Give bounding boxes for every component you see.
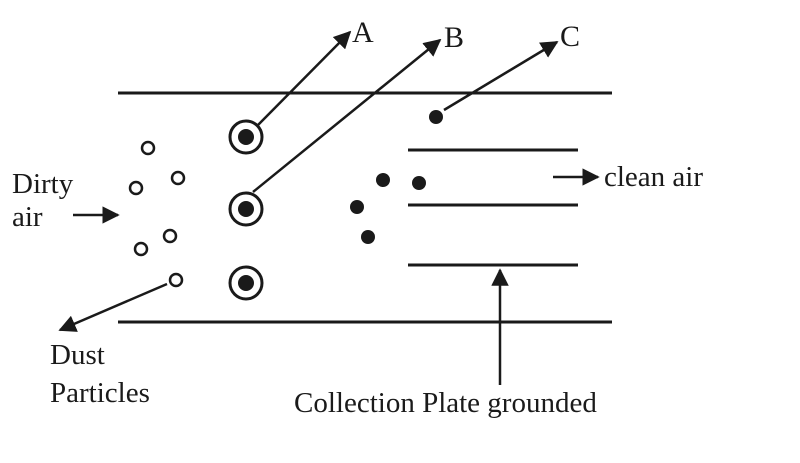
dust-particle [133, 241, 149, 257]
dust-particles [128, 140, 186, 288]
charged-particle [361, 230, 375, 244]
charged-particle [412, 176, 426, 190]
label-dirty-air-1: Dirty [12, 168, 74, 200]
label-b: B [444, 21, 464, 54]
label-dust-particles-2: Particles [50, 377, 150, 409]
label-collection-plate: Collection Plate grounded [294, 387, 597, 419]
dust-particle [128, 180, 144, 196]
arrow-a [257, 30, 352, 126]
dust-particle [162, 228, 178, 244]
charged-particle [429, 110, 443, 124]
label-dirty-air-2: air [12, 201, 43, 233]
dust-particle [170, 170, 186, 186]
arrow-dust-particles [58, 282, 168, 332]
charged-particle [350, 200, 364, 214]
dust-particle [140, 140, 156, 156]
charged-particles [350, 110, 443, 244]
electrode [228, 191, 264, 227]
label-a: A [352, 16, 374, 49]
label-c: C [560, 20, 580, 53]
electrode [228, 265, 264, 301]
label-dust-particles-1: Dust [50, 339, 105, 371]
collection-plates [408, 148, 578, 267]
electrode [228, 119, 264, 155]
arrow-b [252, 38, 442, 193]
label-clean-air: clean air [604, 161, 703, 193]
dust-particle [168, 272, 184, 288]
electrodes [228, 119, 264, 301]
charged-particle [376, 173, 390, 187]
arrow-c [443, 40, 559, 112]
